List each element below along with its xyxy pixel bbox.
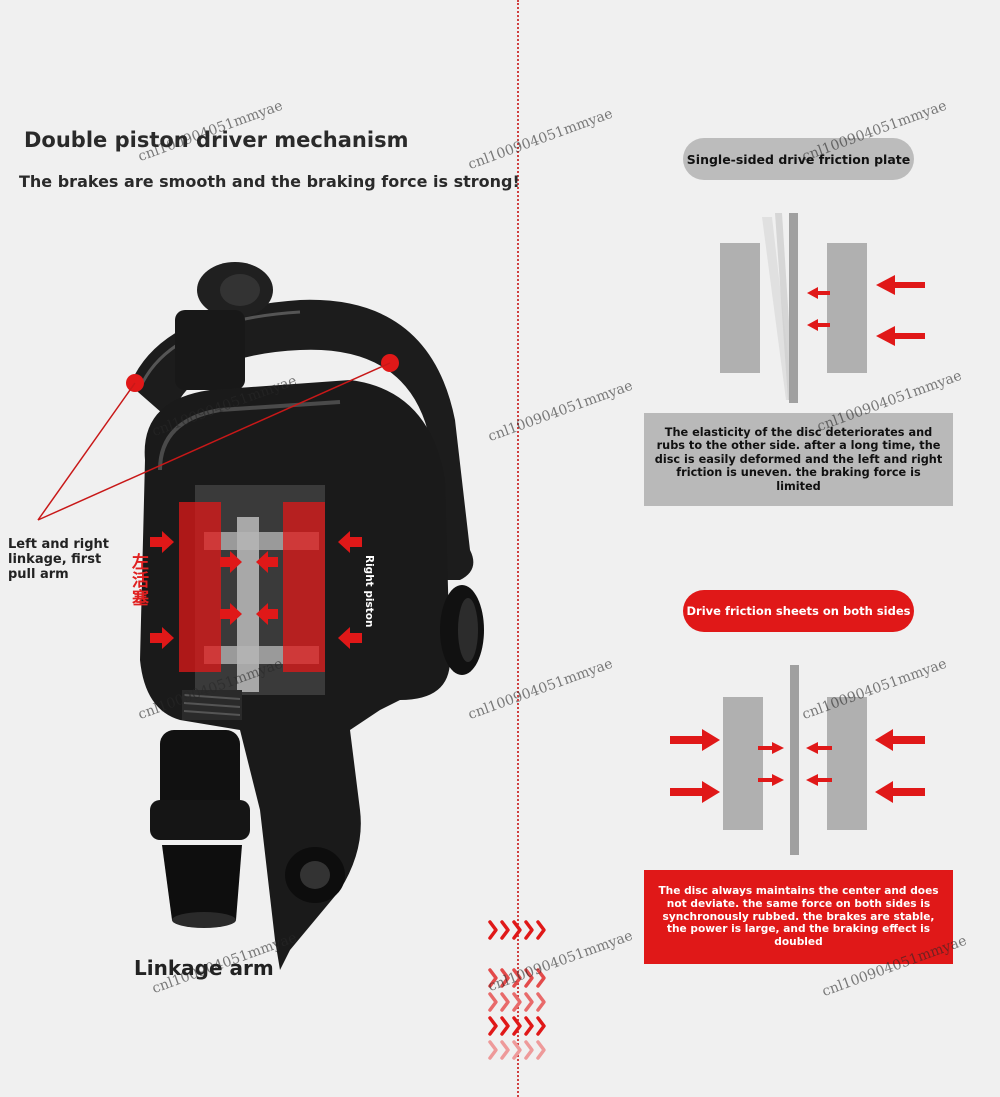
page-title: Double piston driver mechanism <box>24 128 409 152</box>
single-sided-description: The elasticity of the disc deteriorates … <box>644 413 953 506</box>
single-sided-diagram <box>720 213 925 403</box>
callout-lines <box>37 362 391 521</box>
single-sided-title: Single-sided drive friction plate <box>683 138 914 180</box>
double-sided-description: The disc always maintains the center and… <box>644 870 953 964</box>
linkage-pull-arm-label: Left and right linkage, first pull arm <box>8 537 109 582</box>
right-piston-label: Right piston <box>363 555 375 628</box>
linkage-arm-label: Linkage arm <box>134 956 274 980</box>
left-piston-label: 左活塞 <box>128 553 148 607</box>
double-sided-title: Drive friction sheets on both sides <box>683 590 914 632</box>
center-divider <box>517 0 519 1097</box>
double-sided-diagram <box>670 665 925 855</box>
chevron-decoration-icon <box>488 920 546 1060</box>
caliper-illustration <box>126 262 484 970</box>
page-subtitle: The brakes are smooth and the braking fo… <box>19 172 520 191</box>
